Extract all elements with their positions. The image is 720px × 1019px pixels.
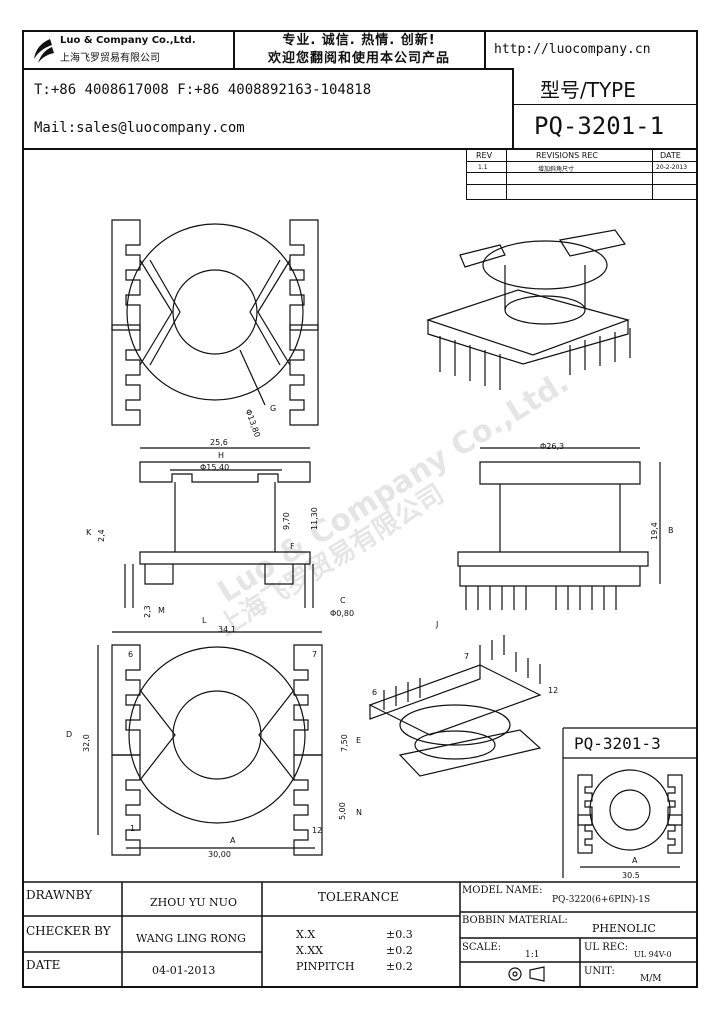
unit-value: M/M [640,974,662,984]
dim-phi-0-80: Φ0,80 [330,609,355,618]
drawing-frame [22,30,698,988]
inset-mark-a: A [632,856,638,865]
company-logo: Luo & Company Co.,Ltd. 上海飞罗贸易有限公司 [28,35,228,65]
dim-5-00: 5,00 [338,802,347,820]
date-label: DATE [26,958,61,972]
inset-dim-30-5: 30.5 [622,871,640,880]
dim-phi-26-3: Φ26,3 [540,442,565,451]
mark-h: H [218,451,225,460]
revision-date-cell: 20-2-2013 [656,164,688,171]
dim-19-4: 19,4 [650,522,659,540]
date-value: 04-01-2013 [152,964,216,977]
website-link[interactable]: http://luocompany.cn [494,42,651,57]
scale-value: 1:1 [525,950,540,960]
revision-note-cell: 增加斜角尺寸 [538,166,575,173]
tol-xx-value: ±0.3 [386,928,413,941]
mark-g: G [270,404,277,413]
dim-9-70: 9,70 [282,512,291,530]
dim-7-50: 7,50 [340,734,349,752]
tol-pin-label: PINPITCH [296,960,355,973]
type-label: 型号/TYPE [540,78,636,102]
revisions-rec-header: REVISIONS REC [536,151,598,160]
logo-name: Luo & Company Co.,Ltd. [60,35,196,46]
bottom-view [97,631,323,856]
slogan-line-1: 专业. 诚信. 热情. 创新! [282,33,436,48]
dim-2-4: 2,4 [97,529,106,542]
dim-30-00: 30,00 [208,850,231,859]
mark-b: B [668,526,674,535]
mark-m: M [158,606,165,615]
bobbin-label: BOBBIN MATERIAL: [462,915,568,926]
logo-swoosh-icon [34,39,54,63]
inset-frame [562,727,698,878]
model-value: PQ-3220(6+6PIN)-1S [552,895,651,905]
mark-a: A [230,836,236,845]
drawnby-value: ZHOU YU NUO [150,896,237,909]
front-view [124,447,314,608]
mark-f: F [290,542,295,551]
date-header: DATE [660,151,681,160]
unit-label: UNIT: [584,966,615,977]
tol-xxx-label: X.XX [296,944,323,957]
dim-phi-15-40: Φ15,40 [200,463,230,472]
mark-j: J [436,620,439,629]
title-block-lines [22,881,698,988]
iso-pin-7-label: 7 [464,652,470,661]
isometric-view-1 [426,229,631,390]
bobbin-value: PHENOLIC [592,922,656,935]
pin-7-label: 7 [312,650,318,659]
checker-value: WANG LING RONG [136,932,246,945]
rev-cell: 1.1 [478,164,488,171]
scale-label: SCALE: [462,942,502,953]
pin-12-label: 12 [312,826,323,835]
iso-pin-6-label: 6 [372,688,378,697]
dim-11-30: 11,30 [310,507,319,530]
phone-fax: T:+86 4008617008 F:+86 4008892163-104818 [34,82,372,98]
isometric-view-2 [368,635,542,777]
dim-25-6: 25,6 [210,438,228,447]
model-label: MODEL NAME: [462,885,543,896]
mark-c: C [340,596,346,605]
iso-pin-12-label: 12 [548,686,559,695]
mark-d: D [66,730,73,739]
checker-label: CHECKER BY [26,924,111,938]
tol-pin-value: ±0.2 [386,960,413,973]
rev-header: REV [476,151,493,160]
dim-32-0: 32,0 [82,734,91,752]
email[interactable]: Mail:sales@luocompany.com [34,120,245,136]
dim-2-3: 2,3 [143,605,152,618]
dim-34-1: 34,1 [218,625,236,634]
tol-xxx-value: ±0.2 [386,944,413,957]
pin-6-label: 6 [128,650,134,659]
mark-e: E [356,736,362,745]
ul-label: UL REC: [584,942,629,953]
mark-l: L [202,616,207,625]
top-view [111,219,319,426]
projection-symbol-icon [508,966,545,982]
mark-n: N [356,808,362,817]
inset-title: PQ-3201-3 [574,734,661,753]
tol-xx-label: X.X [296,928,316,941]
ul-value: UL 94V-0 [634,950,672,959]
tolerance-label: TOLERANCE [318,890,399,904]
slogan-line-2: 欢迎您翻阅和使用本公司产品 [267,51,450,66]
mark-k: K [86,528,92,537]
revision-table: REV REVISIONS REC DATE 1.1 增加斜角尺寸 20-2-2… [466,150,698,200]
logo-chinese-name: 上海飞罗贸易有限公司 [60,53,160,64]
drawnby-label: DRAWNBY [26,888,93,902]
type-value: PQ-3201-1 [534,112,665,140]
pin-1-label: 1 [130,824,136,833]
side-view [457,447,661,610]
slogan: 专业. 诚信. 热情. 创新! 欢迎您翻阅和使用本公司产品 [236,32,482,68]
